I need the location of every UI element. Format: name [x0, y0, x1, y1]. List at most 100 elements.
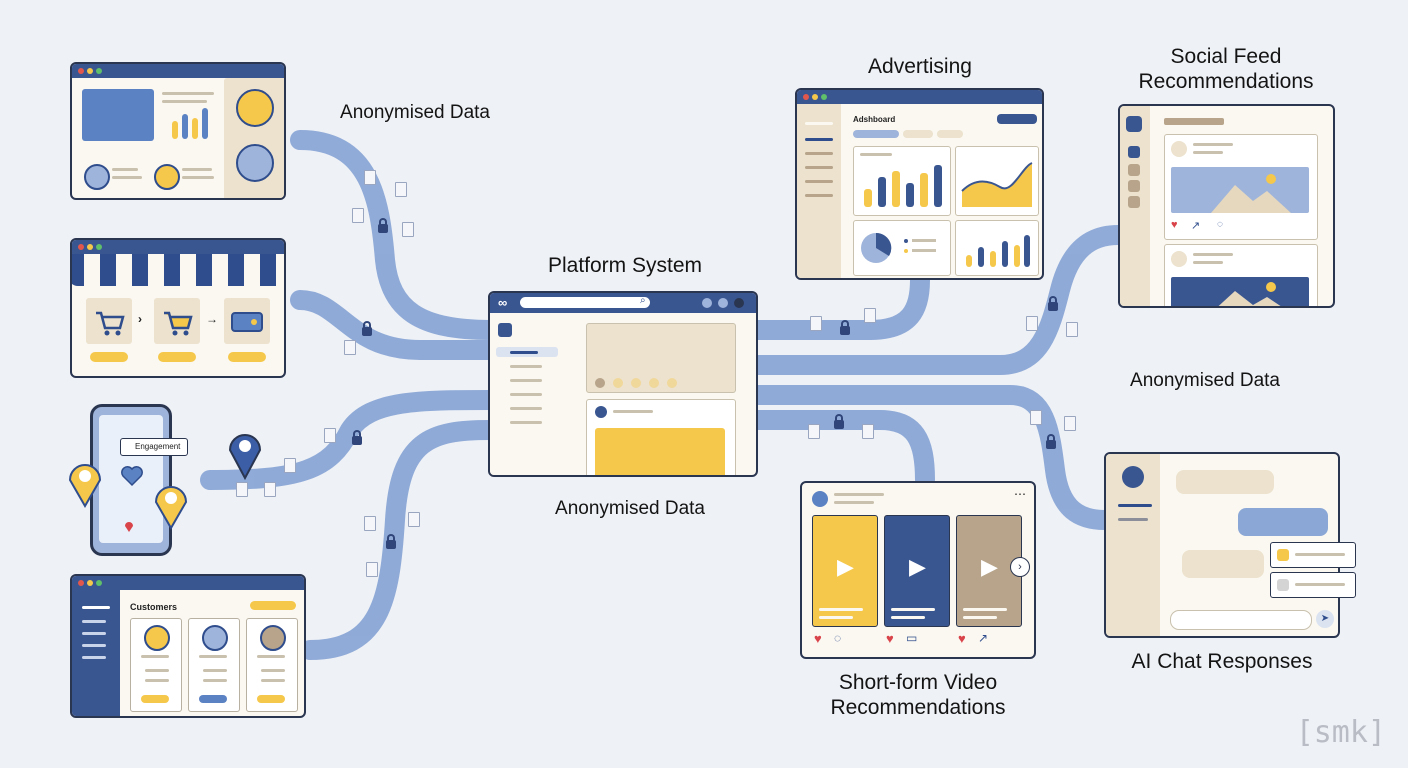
lock-icon — [352, 430, 362, 445]
share-icon[interactable]: ↗ — [1191, 220, 1201, 232]
send-icon[interactable]: ➤ — [1316, 610, 1334, 628]
document-icon — [366, 562, 378, 577]
comment-icon[interactable]: ◌ — [834, 631, 842, 645]
chat-suggestion[interactable] — [1270, 572, 1356, 598]
area-chart-widget — [955, 146, 1039, 216]
document-icon — [364, 516, 376, 531]
play-icon[interactable]: ▶ — [837, 554, 854, 579]
customer-card[interactable] — [130, 618, 182, 712]
social-feed-card: ♥ ↗ ◌ — [1118, 104, 1335, 308]
primary-button[interactable] — [997, 114, 1037, 124]
adshboard-title: Adshboard — [853, 115, 896, 124]
pipe-from-mobile — [200, 390, 500, 490]
document-icon — [1030, 410, 1042, 425]
feed-post[interactable] — [586, 323, 736, 393]
heart-icon[interactable]: ♥ — [886, 631, 894, 646]
platform-system-title: Platform System — [547, 254, 703, 277]
video-thumbnail[interactable]: ▶ — [884, 515, 950, 627]
pipe-from-shop — [290, 290, 500, 360]
document-icon — [810, 316, 822, 331]
feed-post[interactable]: ♥ ↗ ◌ — [1164, 134, 1318, 240]
document-icon — [1026, 316, 1038, 331]
play-icon[interactable]: ▶ — [909, 554, 926, 579]
ad-sidebar — [797, 104, 841, 278]
video-thumbnail[interactable]: ▶ — [812, 515, 878, 627]
lock-icon — [840, 320, 850, 335]
play-icon[interactable]: ▶ — [981, 554, 998, 579]
anonymised-data-label-right: Anonymised Data — [1130, 370, 1280, 391]
sidebar — [72, 590, 120, 716]
document-icon — [1064, 416, 1076, 431]
lock-icon — [1046, 434, 1056, 449]
heart-icon[interactable]: ♥ — [1171, 219, 1178, 231]
hero-image — [82, 89, 154, 141]
customer-card[interactable] — [246, 618, 298, 712]
pipe-to-chat — [748, 385, 1115, 530]
bar-chart-widget — [853, 146, 951, 216]
document-icon — [864, 308, 876, 323]
heart-icon — [121, 465, 143, 487]
chat-suggestion[interactable] — [1270, 542, 1356, 568]
pipe-from-customers — [300, 420, 500, 660]
feed-post[interactable] — [1164, 244, 1318, 306]
document-icon — [408, 512, 420, 527]
more-icon[interactable]: ⋯ — [1014, 487, 1026, 501]
ai-chat-card: ➤ — [1104, 452, 1340, 638]
window-titlebar — [72, 240, 284, 254]
location-pin-icon — [152, 480, 190, 531]
heart-icon[interactable]: ♥ — [814, 631, 822, 646]
location-pin-icon — [226, 428, 264, 481]
pay-button[interactable] — [228, 352, 266, 362]
arrow-icon: → — [206, 312, 218, 326]
advertising-dashboard-card: Adshboard — [795, 88, 1044, 280]
location-pin-icon — [66, 458, 104, 509]
customer-card[interactable] — [188, 618, 240, 712]
action-button[interactable] — [250, 601, 296, 610]
location-pin-icon — [123, 519, 135, 533]
comment-icon[interactable]: ◌ — [1217, 219, 1223, 230]
chat-message-input[interactable] — [1170, 610, 1312, 630]
search-icon[interactable]: ⌕ — [640, 295, 646, 306]
document-icon — [352, 208, 364, 223]
feed-post[interactable] — [586, 399, 736, 475]
pie-chart-widget — [853, 220, 951, 276]
add-to-cart-button[interactable] — [90, 352, 128, 362]
document-icon — [402, 222, 414, 237]
checkout-button[interactable] — [158, 352, 196, 362]
document-icon — [808, 424, 820, 439]
column-chart-widget — [955, 220, 1039, 276]
platform-system-window: ∞ ⌕ — [488, 291, 758, 477]
lock-icon — [834, 414, 844, 429]
tab-filter[interactable] — [853, 130, 899, 138]
window-titlebar — [72, 576, 304, 590]
platform-titlebar: ∞ ⌕ — [490, 293, 756, 313]
document-icon — [264, 482, 276, 497]
lock-icon — [386, 534, 396, 549]
chat-bubble-ai — [1176, 470, 1274, 494]
comment-icon[interactable]: ▭ — [906, 631, 918, 645]
meta-logo-icon: ∞ — [498, 295, 508, 310]
avatar — [1122, 466, 1144, 488]
pipe-from-profiles — [290, 130, 500, 340]
shop-checkout-card: › → — [70, 238, 286, 378]
shopping-cart-icon — [86, 298, 132, 344]
share-icon[interactable]: ↗ — [978, 631, 989, 645]
shop-awning — [72, 254, 284, 286]
anonymised-data-label-left: Anonymised Data — [340, 102, 490, 123]
chat-bubble-user — [1238, 508, 1328, 536]
profiles-app-card — [70, 62, 286, 200]
heart-icon[interactable]: ♥ — [958, 631, 966, 646]
mobile-phone — [90, 404, 172, 556]
pipe-to-social — [748, 225, 1128, 375]
next-arrow-icon[interactable]: › — [1010, 557, 1030, 577]
tab-filter[interactable] — [937, 130, 963, 138]
document-icon — [236, 482, 248, 497]
tab-filter[interactable] — [903, 130, 933, 138]
anonymised-data-label-center: Anonymised Data — [555, 498, 705, 519]
search-input[interactable] — [520, 297, 650, 308]
customers-title: Customers — [130, 602, 178, 612]
document-icon — [344, 340, 356, 355]
avatar — [236, 144, 274, 182]
